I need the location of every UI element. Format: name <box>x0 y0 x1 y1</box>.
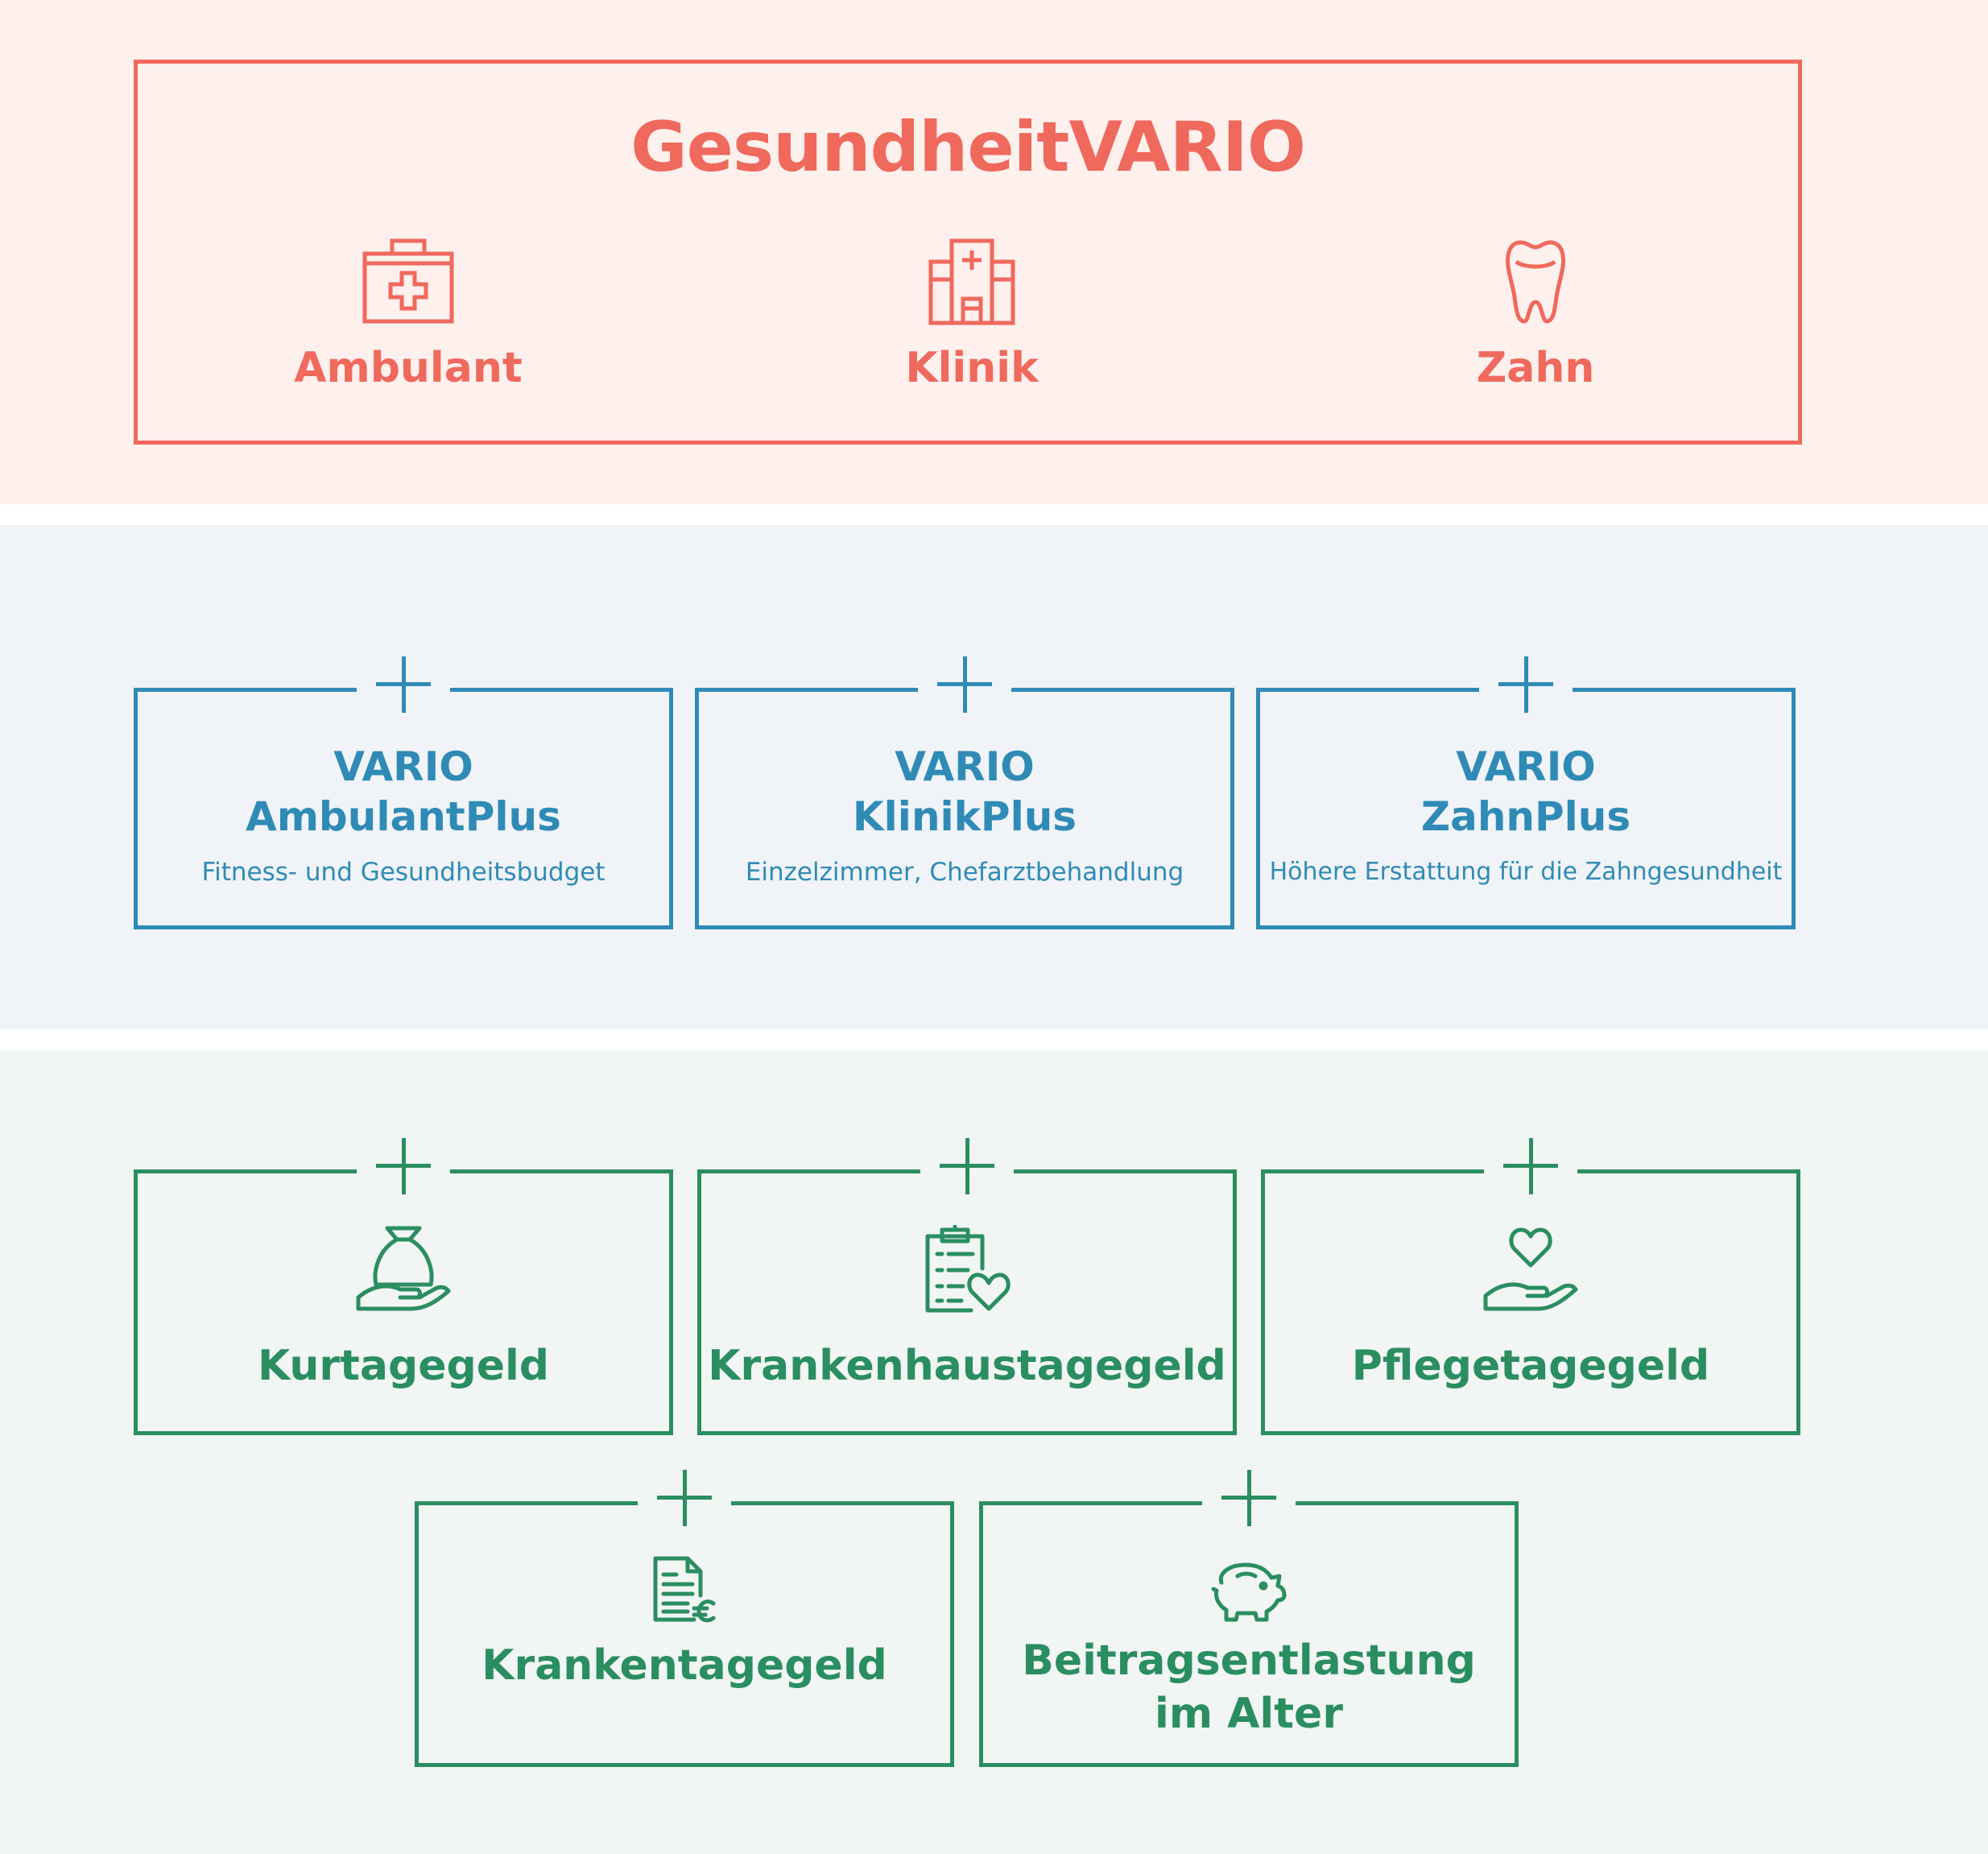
plan-card-zahnplus: VARIO ZahnPlus Höhere Erstattung für die… <box>1256 656 1796 929</box>
clipboard-heart-icon <box>925 1225 1011 1313</box>
feature-label: Klinik <box>905 344 1039 392</box>
benefits-section: Kurtagegeld Krankenhaustagegeld Pflegeta… <box>0 1050 1988 1854</box>
plan-description: Fitness- und Gesundheitsbudget <box>201 858 605 887</box>
plus-connector-icon <box>357 1138 450 1194</box>
plan-card-klinikplus: VARIO KlinikPlus Einzelzimmer, Chefarztb… <box>695 656 1234 929</box>
benefit-card-pflegetagegeld: Pflegetagegeld <box>1261 1138 1800 1435</box>
plus-connector-icon <box>918 656 1011 713</box>
plus-connector-icon <box>357 656 450 713</box>
plus-connector-icon <box>1202 1470 1296 1526</box>
plan-description: Einzelzimmer, Chefarztbehandlung <box>745 858 1184 887</box>
feature-label: Ambulant <box>294 344 523 392</box>
first-aid-kit-icon <box>362 238 454 324</box>
benefit-label: Beitragsentlastung im Alter <box>1022 1637 1476 1738</box>
plan-title: VARIO KlinikPlus <box>852 743 1077 840</box>
benefit-label: Kurtagegeld <box>257 1342 550 1390</box>
document-euro-icon <box>653 1556 716 1623</box>
money-bag-hand-icon <box>356 1226 451 1311</box>
feature-ambulant: Ambulant <box>207 238 610 392</box>
plan-card-ambulantplus: VARIO AmbulantPlus Fitness- und Gesundhe… <box>134 656 673 929</box>
plus-connector-icon <box>1484 1138 1577 1194</box>
main-title: GesundheitVARIO <box>630 107 1306 188</box>
plan-title: VARIO AmbulantPlus <box>246 743 561 840</box>
feature-label: Zahn <box>1476 344 1595 392</box>
benefit-label: Krankenhaustagegeld <box>708 1342 1226 1390</box>
benefit-card-krankenhaustagegeld: Krankenhaustagegeld <box>697 1138 1237 1435</box>
plans-section: VARIO AmbulantPlus Fitness- und Gesundhe… <box>0 525 1988 1029</box>
benefit-label: Krankentagegeld <box>482 1641 887 1690</box>
plan-description: Höhere Erstattung für die Zahngesundheit <box>1269 858 1783 886</box>
plus-connector-icon <box>638 1470 731 1526</box>
plan-title: VARIO ZahnPlus <box>1420 743 1631 840</box>
benefit-card-kurtagegeld: Kurtagegeld <box>134 1138 673 1435</box>
benefit-card-krankentagegeld: Krankentagegeld <box>415 1470 954 1767</box>
plus-connector-icon <box>920 1138 1014 1194</box>
gesundheitvario-box: GesundheitVARIO Ambulant K <box>134 60 1802 445</box>
feature-klinik: Klinik <box>771 238 1173 392</box>
heart-hand-icon <box>1483 1227 1578 1311</box>
piggy-bank-icon <box>1211 1562 1287 1622</box>
plus-connector-icon <box>1479 656 1573 713</box>
tooth-icon <box>1506 240 1565 324</box>
hospital-icon <box>928 238 1015 325</box>
benefit-label: Pflegetagegeld <box>1351 1342 1710 1390</box>
feature-zahn: Zahn <box>1334 238 1737 392</box>
benefit-card-beitragsentlastung: Beitragsentlastung im Alter <box>979 1470 1519 1767</box>
gesundheitvario-section: GesundheitVARIO Ambulant K <box>0 0 1988 504</box>
